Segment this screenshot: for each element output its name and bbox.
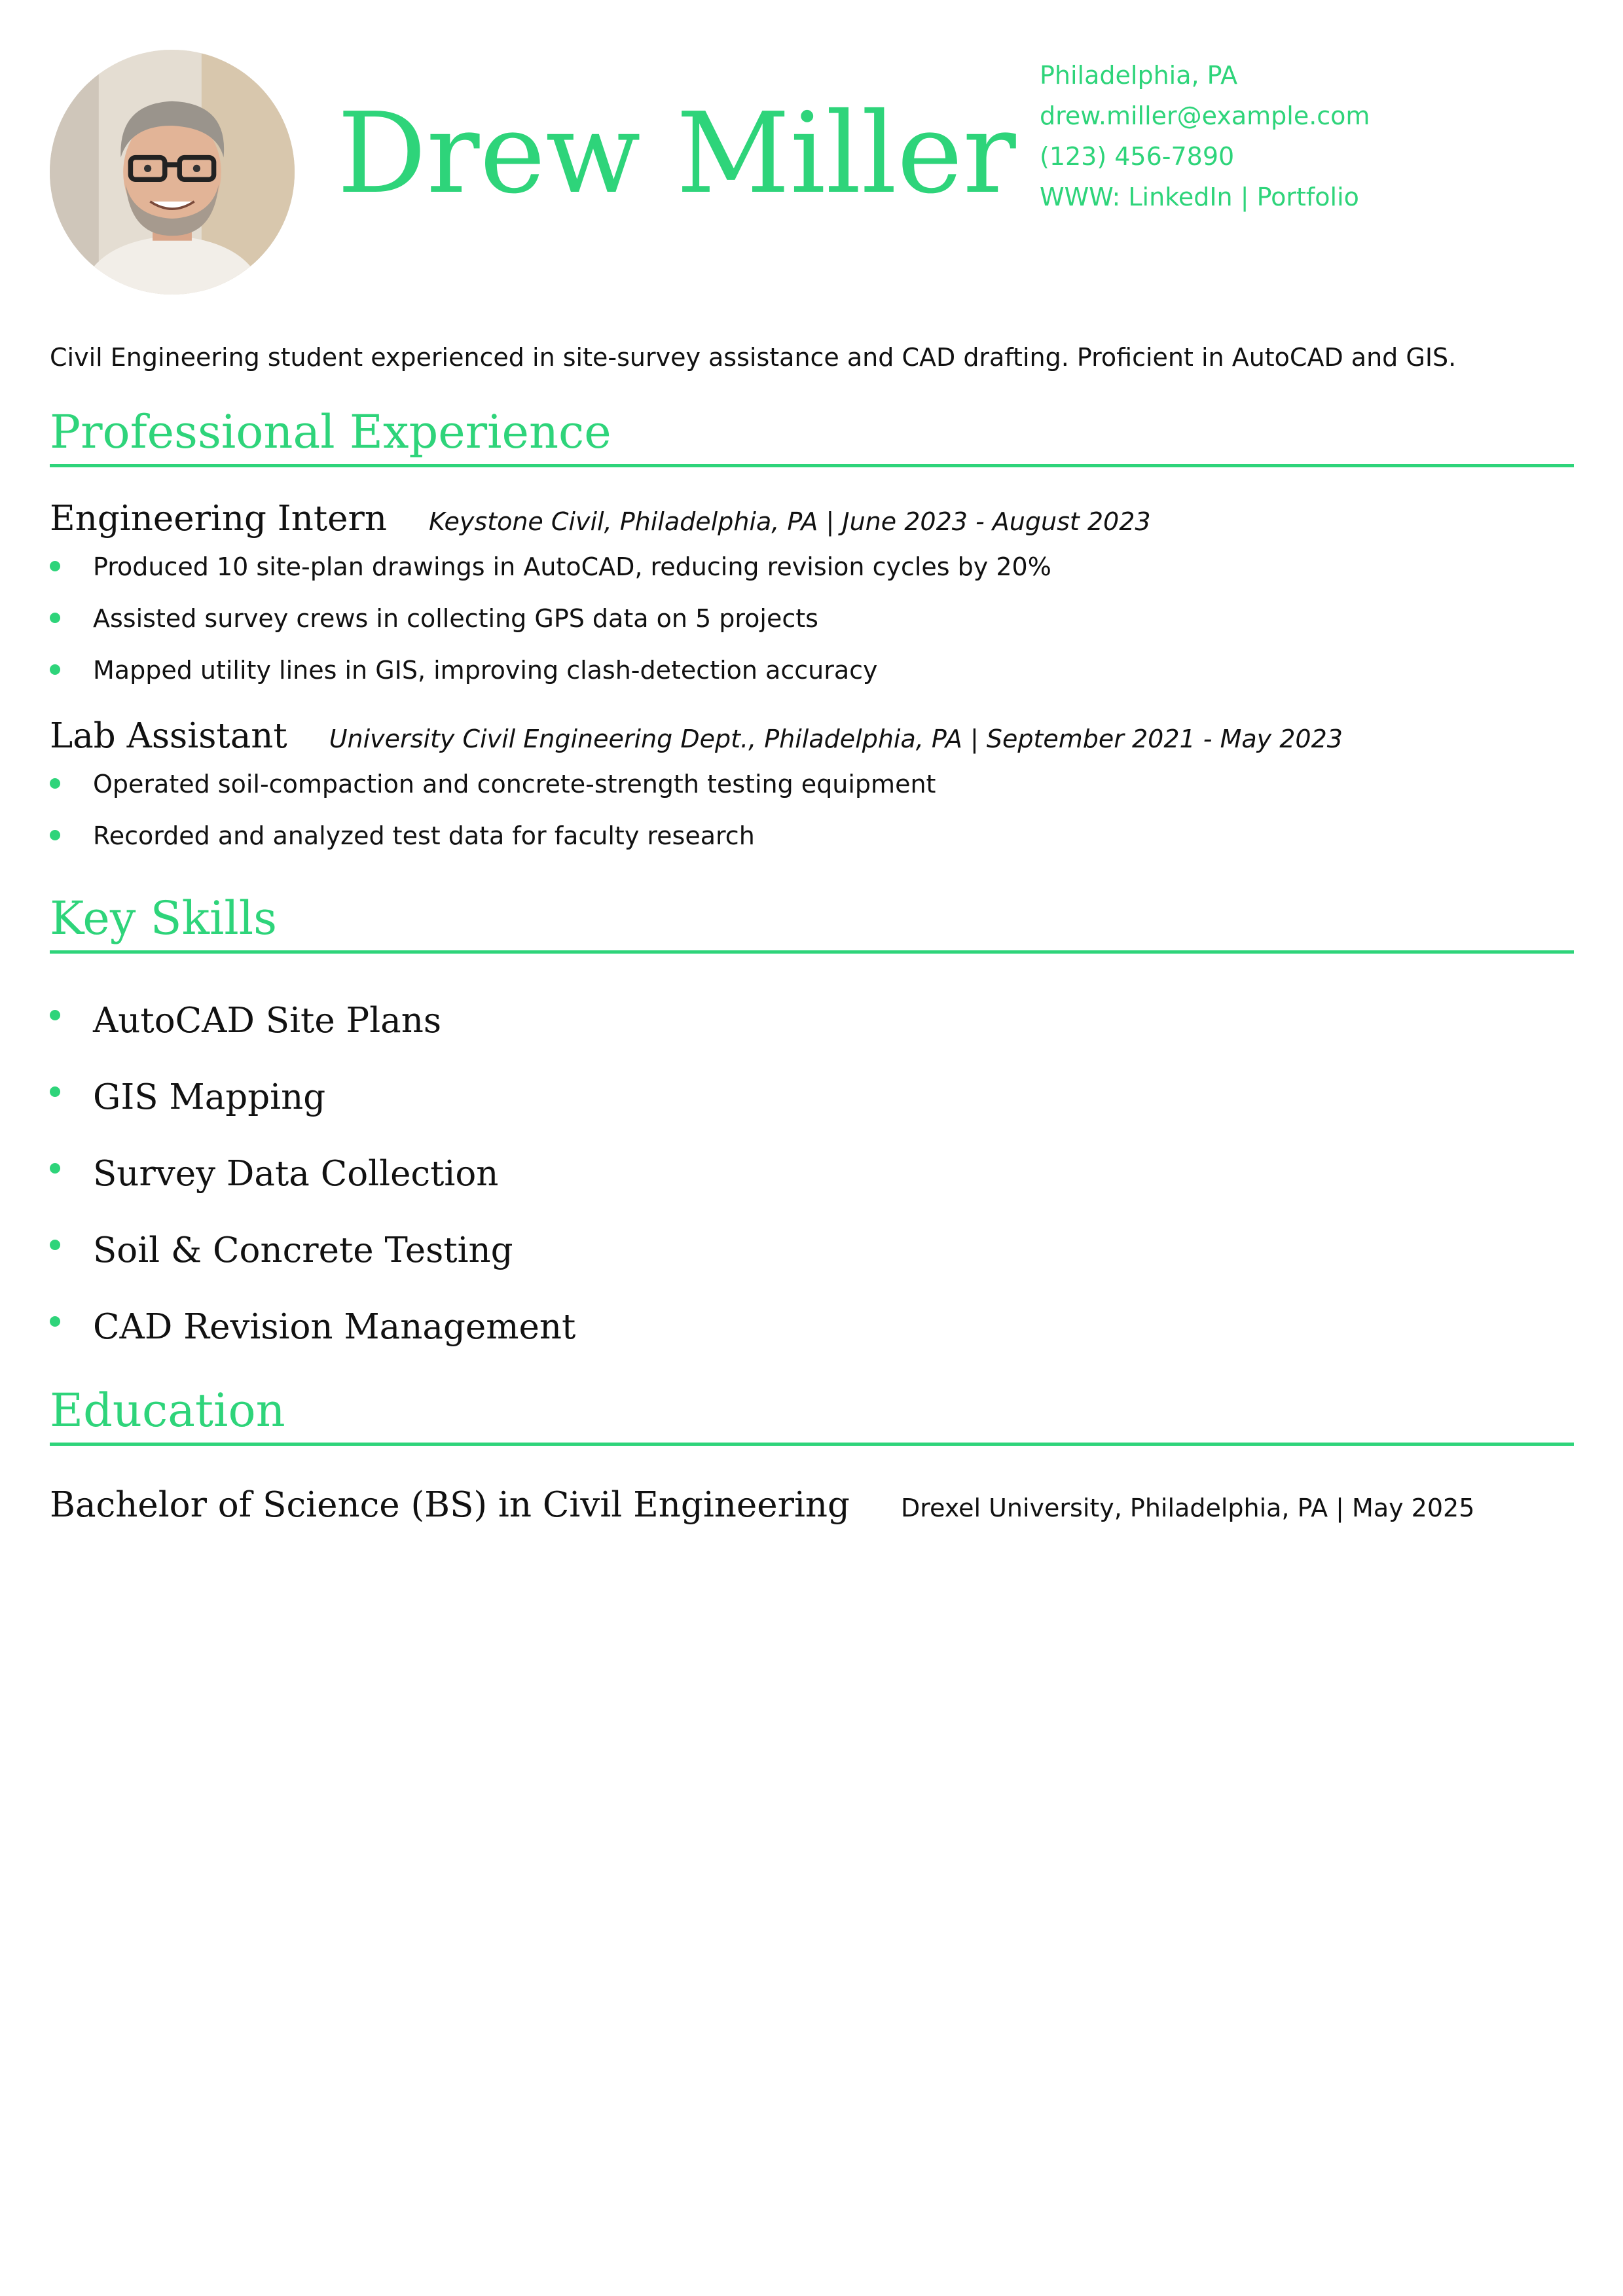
job-meta: University Civil Engineering Dept., Phil… — [329, 725, 1343, 753]
skill-item: AutoCAD Site Plans — [50, 982, 1574, 1059]
section-title-education: Education — [50, 1388, 1574, 1446]
bullet-dot-icon — [50, 1316, 60, 1327]
job-bullets: Operated soil-compaction and concrete-st… — [50, 759, 1574, 862]
job-bullet: Assisted survey crews in collecting GPS … — [50, 593, 1574, 645]
skill-item: Survey Data Collection — [50, 1136, 1574, 1212]
job-title: Lab Assistant — [50, 716, 287, 756]
bullet-dot-icon — [50, 830, 60, 840]
skill-item: Soil & Concrete Testing — [50, 1212, 1574, 1289]
contact-block: Philadelphia, PA drew.miller@example.com… — [1040, 55, 1370, 217]
bullet-dot-icon — [50, 613, 60, 623]
job-bullet: Recorded and analyzed test data for facu… — [50, 810, 1574, 862]
bullet-dot-icon — [50, 664, 60, 675]
profile-photo — [50, 50, 295, 295]
education-meta: Drexel University, Philadelphia, PA | Ma… — [900, 1494, 1475, 1522]
contact-phone[interactable]: (123) 456-7890 — [1040, 142, 1235, 171]
job-header: Engineering Intern Keystone Civil, Phila… — [50, 499, 1574, 539]
section-title-skills: Key Skills — [50, 895, 1574, 954]
contact-web-links[interactable]: WWW: LinkedIn | Portfolio — [1040, 183, 1359, 211]
bullet-dot-icon — [50, 1240, 60, 1250]
bullet-dot-icon — [50, 1163, 60, 1174]
education-degree: Bachelor of Science (BS) in Civil Engine… — [50, 1485, 850, 1525]
experience-section: Professional Experience Engineering Inte… — [50, 409, 1574, 862]
skill-item: CAD Revision Management — [50, 1289, 1574, 1365]
contact-location: Philadelphia, PA — [1040, 61, 1238, 90]
job-bullet: Operated soil-compaction and concrete-st… — [50, 759, 1574, 810]
bullet-dot-icon — [50, 1086, 60, 1097]
section-title-experience: Professional Experience — [50, 409, 1574, 467]
education-entry: Bachelor of Science (BS) in Civil Engine… — [50, 1485, 1574, 1525]
job-entry: Lab Assistant University Civil Engineeri… — [50, 716, 1574, 862]
job-title: Engineering Intern — [50, 499, 387, 539]
skills-section: Key Skills AutoCAD Site Plans GIS Mappin… — [50, 895, 1574, 1365]
contact-email[interactable]: drew.miller@example.com — [1040, 101, 1370, 130]
education-section: Education Bachelor of Science (BS) in Ci… — [50, 1388, 1574, 1525]
portrait-illustration — [50, 50, 295, 295]
job-header: Lab Assistant University Civil Engineeri… — [50, 716, 1574, 756]
bullet-dot-icon — [50, 1010, 60, 1020]
job-bullet: Produced 10 site-plan drawings in AutoCA… — [50, 541, 1574, 593]
job-bullet: Mapped utility lines in GIS, improving c… — [50, 645, 1574, 696]
candidate-name: Drew Miller — [337, 89, 1016, 219]
bullet-dot-icon — [50, 561, 60, 571]
job-meta: Keystone Civil, Philadelphia, PA | June … — [428, 507, 1151, 536]
skills-list: AutoCAD Site Plans GIS Mapping Survey Da… — [50, 982, 1574, 1365]
bullet-dot-icon — [50, 778, 60, 789]
job-entry: Engineering Intern Keystone Civil, Phila… — [50, 499, 1574, 696]
skill-item: GIS Mapping — [50, 1059, 1574, 1136]
professional-summary: Civil Engineering student experienced in… — [50, 343, 1457, 372]
job-bullets: Produced 10 site-plan drawings in AutoCA… — [50, 541, 1574, 696]
